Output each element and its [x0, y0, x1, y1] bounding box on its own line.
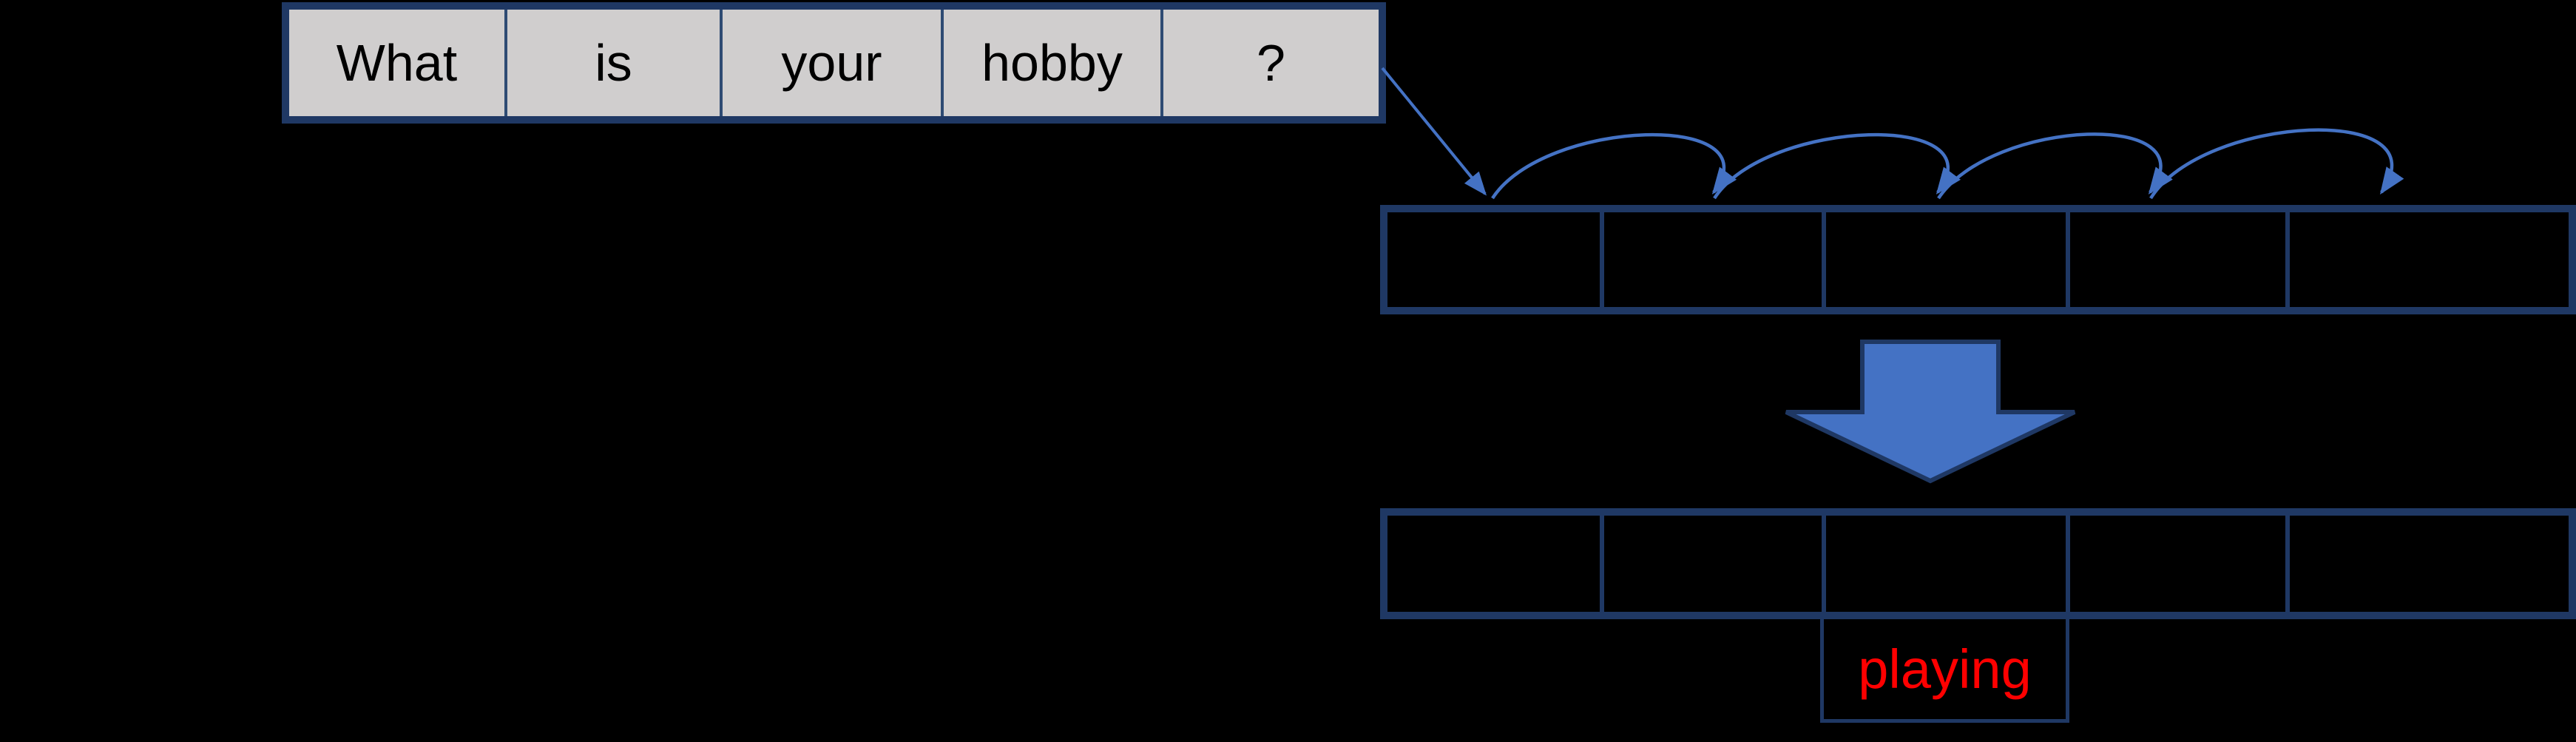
output-cell-2 [1600, 516, 1822, 612]
sentence-cell-1: What [289, 10, 504, 116]
hop-arc-arrow-icon-1 [1491, 132, 1737, 200]
word-label-1: What [336, 34, 458, 92]
word-label-2: is [595, 34, 632, 92]
word-label-3: your [781, 34, 882, 92]
prediction-word-label: playing [1858, 638, 2032, 700]
embedding-cell-3 [1822, 212, 2066, 307]
embedding-row [1380, 205, 2576, 314]
hop-arc-arrow-icon-4 [2149, 128, 2404, 200]
diagonal-connector-arrow-icon [1381, 67, 1487, 196]
output-cell-4 [2066, 516, 2285, 612]
embedding-cell-1 [1387, 212, 1600, 307]
sentence-cell-4: hobby [941, 10, 1160, 116]
output-cell-1 [1387, 516, 1600, 612]
prediction-cell: playing [1820, 619, 2069, 723]
hop-arc-arrow-icon-2 [1713, 132, 1961, 200]
embedding-cell-4 [2066, 212, 2285, 307]
block-down-arrow-icon [1785, 340, 2076, 484]
hop-arc-arrow-icon-3 [1937, 132, 2173, 200]
embedding-cell-5 [2285, 212, 2569, 307]
output-row [1380, 508, 2576, 619]
word-label-4: hobby [981, 34, 1123, 92]
sentence-cell-2: is [504, 10, 720, 116]
sentence-cell-5: ? [1160, 10, 1379, 116]
embedding-cell-2 [1600, 212, 1822, 307]
output-cell-5 [2285, 516, 2569, 612]
sentence-cell-3: your [720, 10, 941, 116]
word-label-5: ? [1257, 34, 1285, 92]
output-cell-3 [1822, 516, 2066, 612]
sentence-table: What is your hobby ? [282, 2, 1386, 124]
